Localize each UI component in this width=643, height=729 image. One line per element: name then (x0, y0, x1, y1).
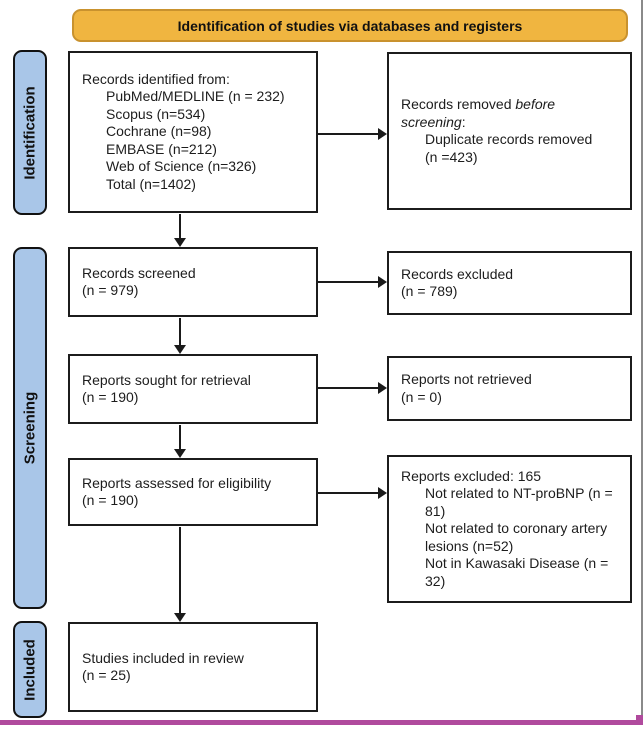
records-identified-item: Scopus (n=534) (106, 105, 206, 122)
stage-screening: Screening (13, 247, 47, 609)
box-studies-included: Studies included in review (n = 25) (68, 622, 318, 712)
records-removed-title: Records removed before screening: (401, 96, 556, 130)
banner: Identification of studies via databases … (72, 9, 628, 42)
reports-excluded-title: Reports excluded: 165 (401, 467, 542, 484)
page-edge-line (641, 0, 643, 720)
records-removed-item: Duplicate records removed (n =423) (425, 131, 593, 165)
records-identified-title: Records identified from: (82, 70, 230, 87)
stage-identification: Identification (13, 50, 47, 215)
arrow-right-icon (378, 276, 387, 288)
arrow-sought-to-assessed (174, 425, 186, 458)
figure-bottom-border (0, 720, 643, 725)
arrow-down-icon (174, 238, 186, 247)
reports-excluded-item: Not in Kawasaki Disease (n = 32) (425, 555, 609, 589)
box-reports-excluded: Reports excluded: 165 Not related to NT-… (387, 455, 632, 603)
arrow-down-icon (174, 449, 186, 458)
arrow-down-icon (174, 345, 186, 354)
box-records-excluded: Records excluded (n = 789) (387, 251, 632, 315)
reports-sought-text: Reports sought for retrieval (n = 190) (82, 371, 251, 406)
stage-identification-label: Identification (21, 85, 39, 180)
reports-excluded-item: Not related to NT-proBNP (n = 81) (425, 485, 613, 519)
records-excluded-text: Records excluded (n = 789) (401, 265, 514, 300)
studies-included-text: Studies included in review (n = 25) (82, 649, 244, 684)
arrow-screened-to-excluded (318, 276, 387, 288)
arrow-right-icon (378, 128, 387, 140)
arrow-sought-to-not-retrieved (318, 382, 387, 394)
arrow-right-icon (378, 487, 387, 499)
box-records-screened: Records screened (n = 979) (68, 247, 318, 317)
banner-label: Identification of studies via databases … (177, 17, 523, 34)
records-identified-item: Web of Science (n=326) (106, 158, 257, 175)
arrow-assessed-to-included (174, 527, 186, 622)
records-identified-item: Cochrane (n=98) (106, 123, 212, 140)
box-reports-sought: Reports sought for retrieval (n = 190) (68, 354, 318, 424)
reports-not-retrieved-text: Reports not retrieved (n = 0) (401, 371, 532, 405)
arrow-screened-to-sought (174, 318, 186, 354)
arrow-assessed-to-excluded (318, 487, 387, 499)
figure-bottom-border-tick (636, 715, 643, 721)
stage-included: Included (13, 621, 47, 718)
stage-included-label: Included (21, 638, 39, 701)
stage-screening-label: Screening (21, 391, 39, 465)
arrow-identified-to-removed (318, 128, 387, 140)
box-records-removed: Records removed before screening: Duplic… (387, 52, 632, 210)
arrow-down-icon (174, 613, 186, 622)
box-reports-not-retrieved: Reports not retrieved (n = 0) (387, 356, 632, 421)
reports-assessed-text: Reports assessed for eligibility (n = 19… (82, 474, 272, 509)
box-reports-assessed: Reports assessed for eligibility (n = 19… (68, 458, 318, 526)
records-screened-text: Records screened (n = 979) (82, 264, 196, 299)
records-identified-item: PubMed/MEDLINE (n = 232) (106, 88, 285, 105)
box-records-identified: Records identified from: PubMed/MEDLINE … (68, 51, 318, 213)
records-identified-item: Total (n=1402) (106, 175, 196, 192)
arrow-identified-to-screened (174, 214, 186, 247)
arrow-right-icon (378, 382, 387, 394)
reports-excluded-item: Not related to coronary artery lesions (… (425, 520, 608, 554)
records-identified-item: EMBASE (n=212) (106, 140, 217, 157)
